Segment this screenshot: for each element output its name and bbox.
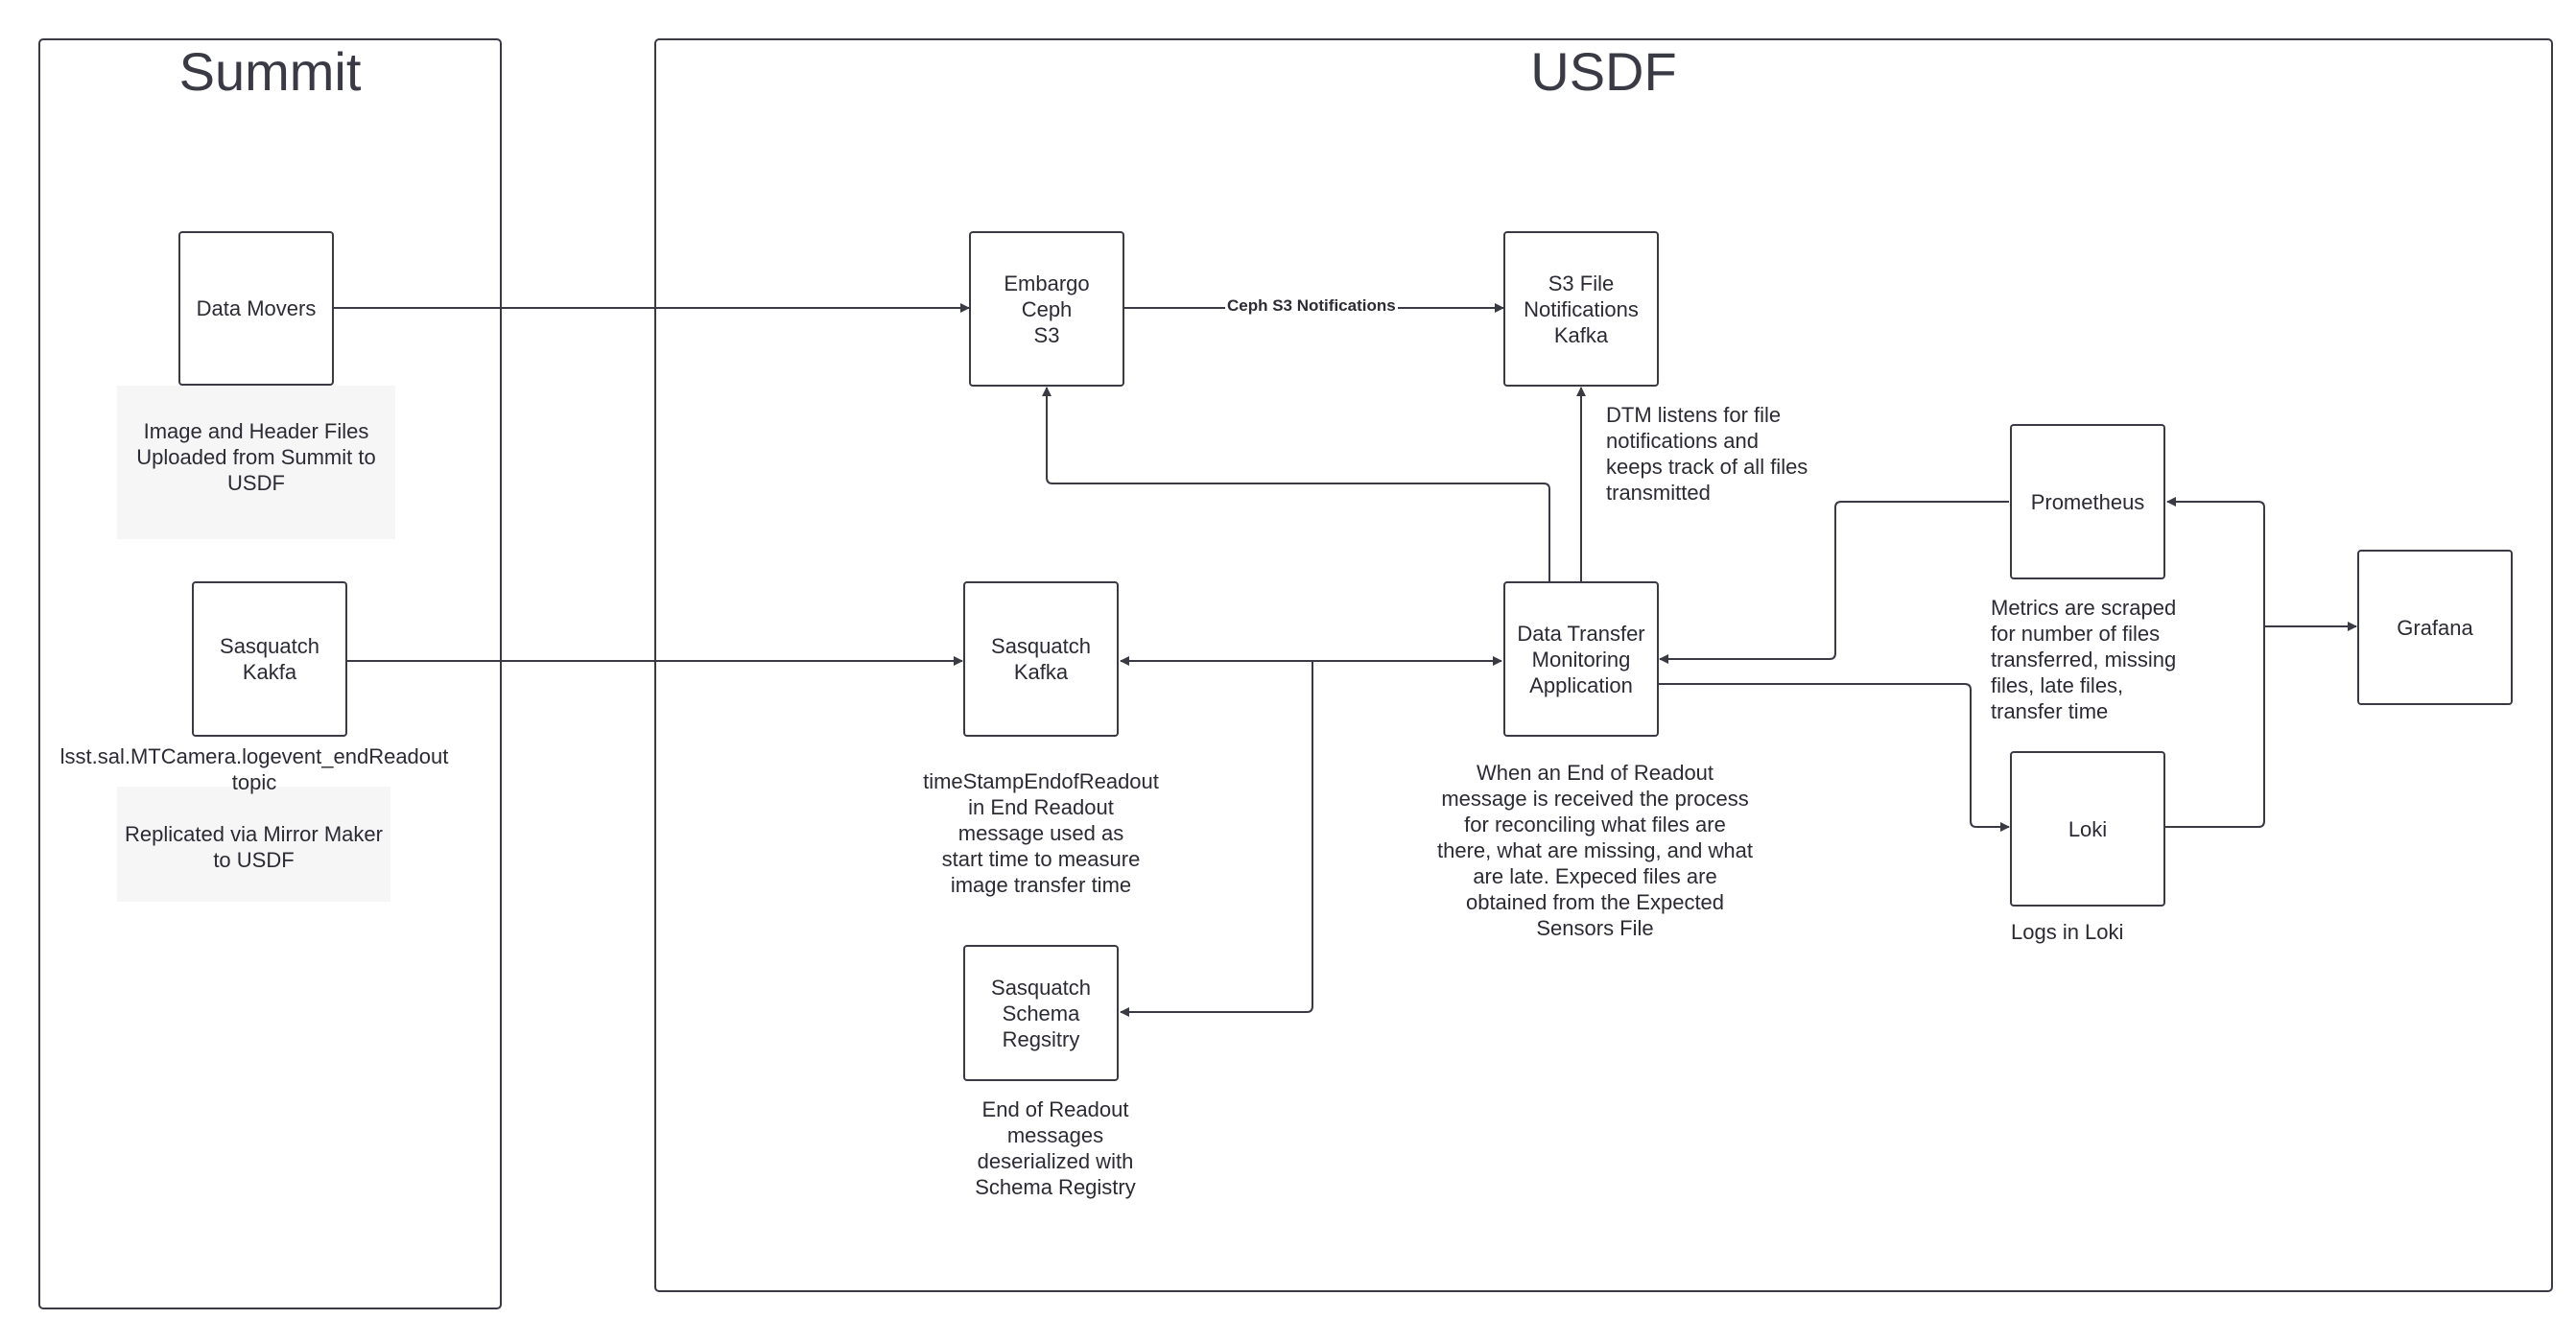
endreadout-topic-note: lsst.sal.MTCamera.logevent_endReadout to… (59, 744, 449, 794)
schema-registry-node: Sasquatch Schema Regsitry (963, 945, 1119, 1081)
dtm-listens-note: DTM listens for file notifications and k… (1606, 403, 1808, 505)
mirror-maker-note: Replicated via Mirror Maker to USDF (125, 822, 383, 872)
logs-in-loki-note: Logs in Loki (2011, 920, 2124, 944)
ceph-s3-notifications-label: Ceph S3 Notifications (1225, 296, 1398, 316)
deserialized-note: End of Readout messages deserialized wit… (975, 1097, 1136, 1199)
prometheus-node: Prometheus (2010, 424, 2165, 579)
embargo-ceph-node: Embargo Ceph S3 (969, 231, 1124, 387)
metrics-scraped-note: Metrics are scraped for number of files … (1991, 596, 2177, 723)
reconciling-note: When an End of Readout message is receiv… (1437, 761, 1753, 940)
data-movers-node: Data Movers (178, 231, 334, 386)
sasquatch-kakfa-summit-node: Sasquatch Kakfa (192, 581, 347, 737)
s3-notifications-kafka-node: S3 File Notifications Kafka (1503, 231, 1659, 387)
edge-loki-to-bus (2165, 624, 2265, 828)
grafana-node: Grafana (2357, 550, 2513, 705)
usdf-region: USDF (654, 38, 2553, 1292)
edge-prometheus-to-dtm (1659, 501, 2009, 664)
usdf-title: USDF (1530, 41, 1677, 102)
summit-note-shade-upper (117, 386, 395, 539)
dtm-app-node: Data Transfer Monitoring Application (1503, 581, 1659, 737)
summit-note-shade-lower (117, 787, 390, 902)
image-header-files-note: Image and Header Files Uploaded from Sum… (136, 419, 376, 495)
edge-bus-to-prometheus (2166, 497, 2265, 624)
loki-node: Loki (2010, 751, 2165, 907)
summit-title: Summit (178, 41, 362, 102)
summit-region: Summit (38, 38, 502, 1309)
timestamp-note: timeStampEndofReadout in End Readout mes… (923, 769, 1159, 897)
edge-branch-to-schema (1120, 661, 1313, 1017)
edge-dtm-to-ceph (1042, 387, 1550, 581)
edge-dtm-to-loki (1658, 683, 2010, 832)
sasquatch-kafka-usdf-node: Sasquatch Kafka (963, 581, 1119, 737)
